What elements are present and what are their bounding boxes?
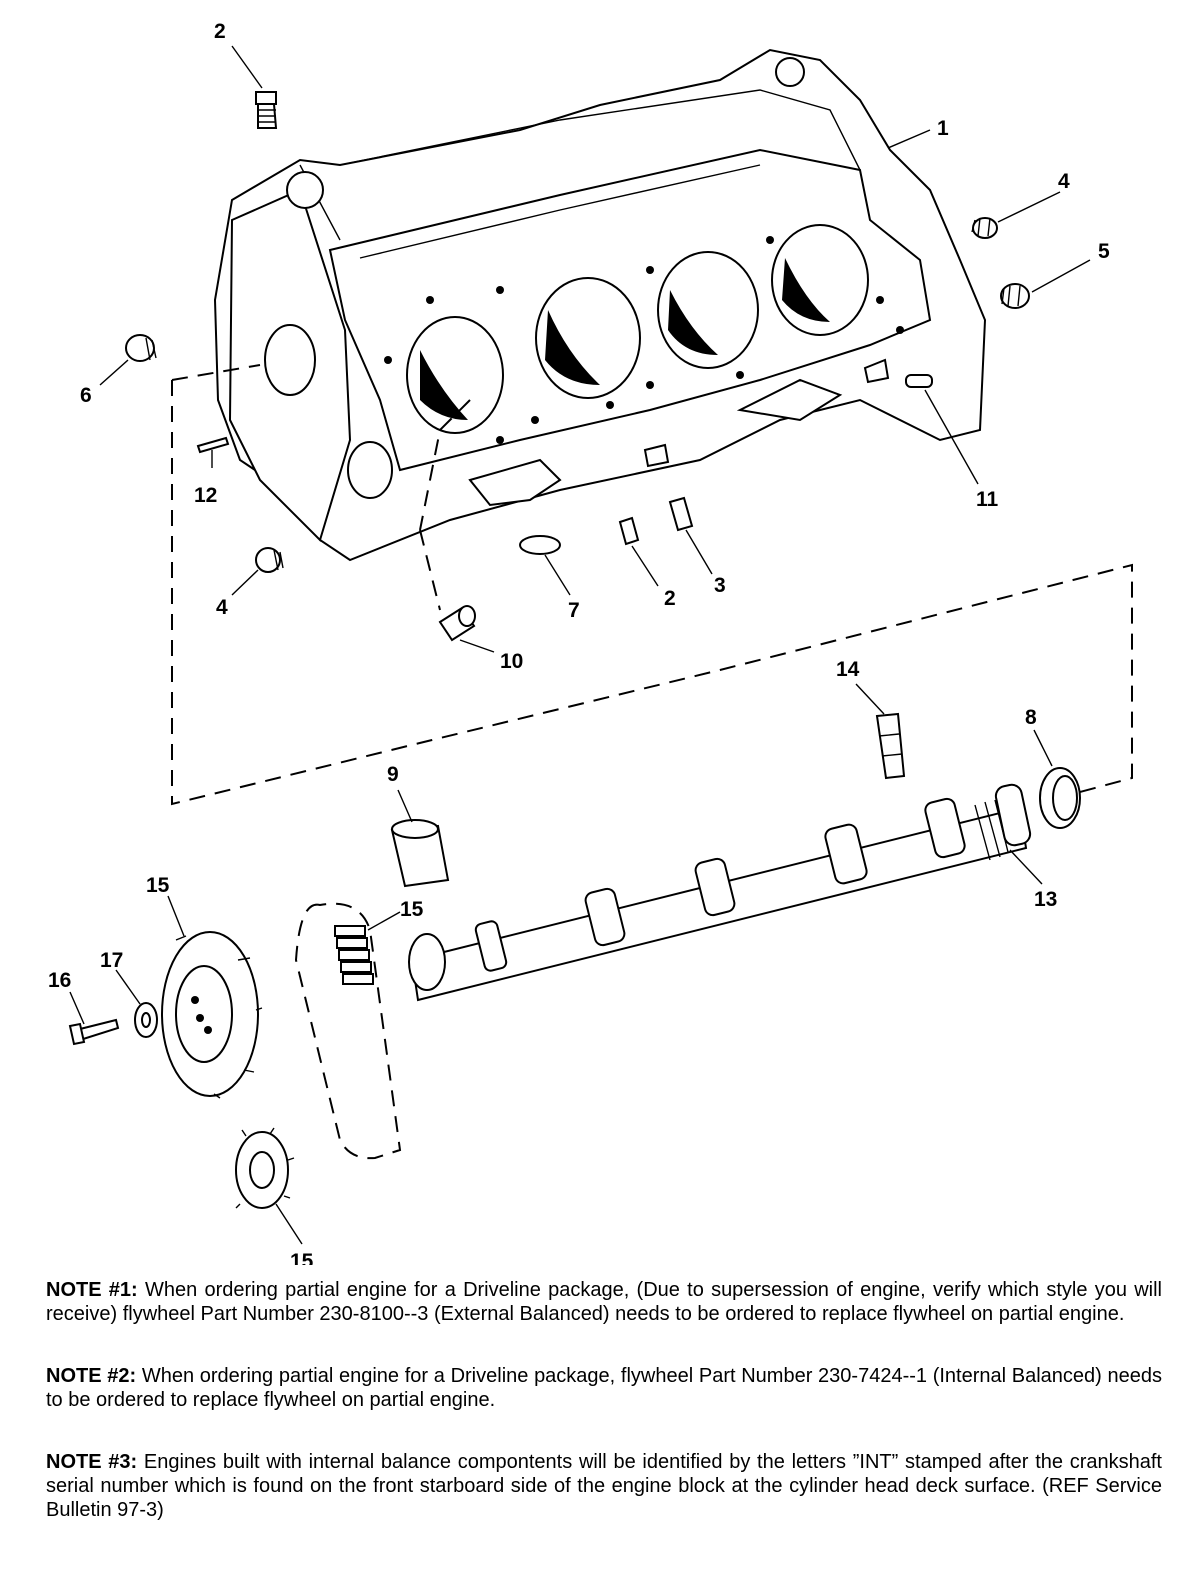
- thrust-plate-14: [875, 712, 906, 780]
- callout-14: 14: [836, 658, 860, 681]
- callout-2-top: 2: [214, 20, 226, 43]
- callout-9: 9: [387, 763, 399, 786]
- note-3-text: Engines built with internal balance comp…: [46, 1451, 1162, 1521]
- engine-block: [213, 48, 987, 562]
- pipe-plug-top: [255, 91, 278, 129]
- pipe-plug-3: [668, 496, 694, 532]
- callout-4-right: 4: [1058, 170, 1070, 193]
- callout-7: 7: [568, 599, 580, 622]
- note-2: NOTE #2: When ordering partial engine fo…: [46, 1364, 1162, 1412]
- callout-15-cam-sprocket: 15: [146, 874, 170, 897]
- seal-8: [1039, 767, 1081, 829]
- callout-8: 8: [1025, 706, 1037, 729]
- callout-16: 16: [48, 969, 71, 992]
- callout-1: 1: [937, 117, 949, 140]
- note-2-text: When ordering partial engine for a Drive…: [46, 1365, 1162, 1411]
- dowel-pin-12: [196, 436, 230, 454]
- callout-13: 13: [1034, 888, 1057, 911]
- pin-11: [905, 374, 933, 388]
- note-1-text: When ordering partial engine for a Drive…: [46, 1279, 1162, 1325]
- callout-12: 12: [194, 484, 217, 507]
- bushing-7: [519, 535, 561, 555]
- expansion-plug-right: [971, 217, 998, 239]
- bearing-9: [390, 819, 450, 888]
- callout-15-chain: 15: [400, 898, 424, 921]
- callout-4-left: 4: [216, 596, 228, 619]
- expansion-plug-left: [255, 547, 284, 573]
- camshaft: [408, 783, 1032, 1002]
- pipe-plug-lower: [618, 516, 640, 546]
- note-1-label: NOTE #1:: [46, 1279, 138, 1301]
- callout-2-lower: 2: [664, 587, 676, 610]
- callout-15-crank-sprocket: 15: [290, 1250, 314, 1265]
- leader-lines: [69, 45, 1091, 1245]
- sleeve-10: [438, 605, 476, 642]
- note-3-label: NOTE #3:: [46, 1451, 138, 1473]
- timing-chain: [294, 902, 402, 1160]
- callout-17: 17: [100, 949, 123, 972]
- callout-5: 5: [1098, 240, 1110, 263]
- note-2-label: NOTE #2:: [46, 1365, 137, 1387]
- callout-6: 6: [80, 384, 92, 407]
- crank-sprocket: [235, 1127, 295, 1209]
- bolt-16: [68, 1018, 120, 1046]
- note-1: NOTE #1: When ordering partial engine fo…: [46, 1278, 1162, 1326]
- callout-11: 11: [976, 488, 999, 511]
- expansion-plug-6: [125, 334, 157, 362]
- cam-sprocket: [161, 931, 263, 1099]
- expansion-plug-5: [1000, 283, 1030, 309]
- exploded-parts-diagram: 1 2 2 3 4 4 5 6 7 8 9 10 11 12 13 14 15 …: [48, 20, 1133, 1265]
- note-3: NOTE #3: Engines built with internal bal…: [46, 1450, 1162, 1522]
- notes-section: NOTE #1: When ordering partial engine fo…: [46, 1278, 1162, 1560]
- washer-17: [134, 1002, 158, 1038]
- callout-3: 3: [714, 574, 726, 597]
- callout-10: 10: [500, 650, 523, 673]
